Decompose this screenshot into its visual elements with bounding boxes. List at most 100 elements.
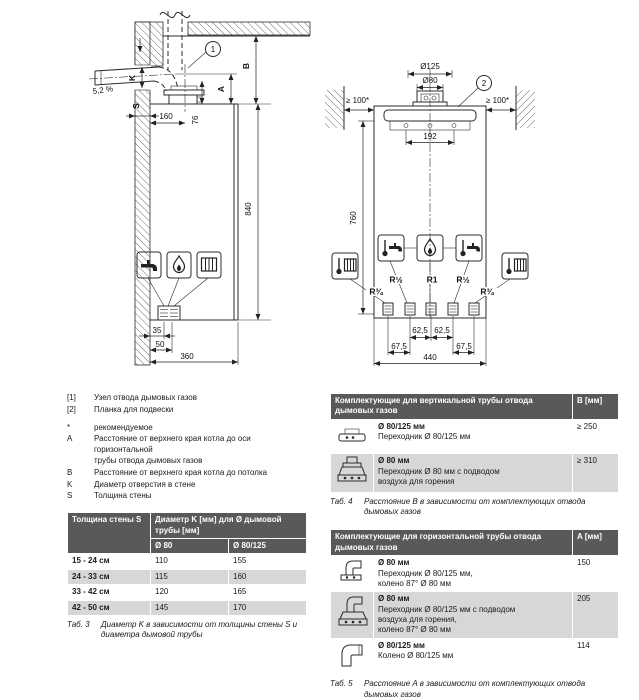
dimension-760: 760 [349, 120, 374, 315]
ceiling-hatch [162, 21, 311, 37]
svg-text:R¾: R¾ [369, 287, 383, 297]
table5-caption: Таб. 5 Расстояние A в зависимости от ком… [330, 679, 586, 699]
table-row: 33 - 42 см 120 165 [66, 584, 307, 601]
svg-text:62,5: 62,5 [434, 326, 450, 335]
pipe-connectors [382, 302, 480, 316]
table-wall-thickness-diameter: Толщина стены S Диаметр K [мм] для Ø дым… [66, 512, 307, 616]
value-cell: 150 [572, 555, 619, 593]
table-row: 24 - 33 см 115 160 [66, 568, 307, 586]
radiator-icon [196, 251, 222, 279]
svg-text:760: 760 [349, 211, 358, 225]
column-header: Диаметр K [мм] для Ø дымовой трубы [мм] [150, 512, 307, 539]
value-cell: 205 [572, 591, 619, 639]
table-row: Ø 80 мм Переходник Ø 80/125 мм, колено 8… [330, 555, 619, 593]
connection-block-icon [157, 305, 181, 321]
thermo-tap-icon [455, 234, 483, 262]
dimension-50: 50 [150, 340, 172, 353]
legend-item: K Диаметр отверстия в стене [67, 479, 196, 489]
column-header: Комплектующие для горизонтальной трубы о… [330, 529, 573, 557]
svg-text:K: K [127, 74, 137, 81]
svg-text:50: 50 [156, 340, 165, 349]
callout-1: 1 [187, 41, 221, 69]
flue-adapter-80-125-icon [338, 428, 366, 442]
svg-text:360: 360 [180, 352, 194, 361]
svg-text:S: S [131, 103, 141, 109]
thermo-radiator-icon [501, 252, 529, 280]
table-row: 15 - 24 см 110 155 [66, 553, 307, 570]
dimension-B: B [241, 36, 259, 104]
svg-text:76: 76 [191, 115, 200, 124]
svg-text:67,5: 67,5 [391, 342, 407, 351]
diagram-horizontal-flue-side-view: 5,2 % 1 K [88, 11, 311, 366]
dimension-S: S [126, 103, 159, 119]
table-row: Ø 80/125 мм Переходник Ø 80/125 мм ≥ 250 [330, 418, 619, 455]
legend-item: * рекомендуемое [67, 422, 153, 432]
table-row: 42 - 50 см 145 170 [66, 599, 307, 616]
dimension-360: 360 [150, 352, 238, 365]
callout-2: 2 [457, 75, 492, 108]
horizontal-flue-pipe [88, 64, 186, 112]
column-header: A [мм] [572, 529, 619, 557]
dimension-440: 440 [374, 353, 486, 366]
dimension-K: K [127, 67, 145, 88]
wall-hatch [134, 21, 164, 366]
svg-text:1: 1 [211, 45, 216, 54]
svg-text:R½: R½ [456, 275, 469, 285]
value-cell: ≥ 310 [572, 453, 619, 493]
elbow-adapter-80-125-icon [340, 560, 362, 581]
flue-adapter-80-air-icon [337, 456, 367, 482]
column-header: B [мм] [572, 393, 619, 420]
thermo-radiator-icon [331, 252, 359, 280]
wall-hatch-right [515, 86, 535, 130]
legend-item: A Расстояние от верхнего края котла до о… [67, 434, 251, 465]
svg-text:≥ 100*: ≥ 100* [486, 96, 509, 105]
flame-icon [166, 251, 192, 279]
dimension-160: 160 [150, 112, 185, 126]
thermo-tap-icon [377, 234, 405, 262]
column-header: Толщина стены S [66, 512, 152, 555]
dimension-840: 840 [244, 104, 261, 320]
column-header: Ø 80 [150, 537, 229, 555]
svg-text:R½: R½ [389, 275, 402, 285]
flue-outlet-adapter [163, 85, 205, 105]
accessory-tables: Комплектующие для вертикальной трубы отв… [330, 393, 619, 700]
column-header: Комплектующие для вертикальной трубы отв… [330, 393, 573, 420]
column-header: Ø 80/125 [228, 537, 307, 555]
table-row: Ø 80/125 мм Колено Ø 80/125 мм 114 [330, 637, 619, 676]
chimney-duct [159, 11, 191, 70]
svg-text:67,5: 67,5 [456, 342, 472, 351]
tap-icon [136, 251, 162, 279]
svg-text:840: 840 [244, 202, 253, 216]
value-cell: ≥ 250 [572, 418, 619, 455]
elbow-adapter-80-air-icon [338, 596, 368, 626]
dimension-67-5: 67,5 67,5 [388, 342, 474, 355]
legend-item: [1] Узел отвода дымовых газов [67, 393, 197, 402]
dimension-62-5: 62,5 62,5 [410, 326, 453, 340]
svg-text:R1: R1 [427, 275, 438, 285]
legend-item: B Расстояние от верхнего края котла до п… [67, 467, 268, 477]
table-row: Ø 80 мм Переходник Ø 80 мм с подводом во… [330, 453, 619, 493]
table4-caption: Таб. 4 Расстояние B в зависимости от ком… [330, 496, 586, 516]
dimension-35: 35 [139, 326, 175, 339]
flame-icon [416, 234, 444, 262]
svg-text:62,5: 62,5 [412, 326, 428, 335]
svg-text:Ø125: Ø125 [420, 62, 440, 71]
elbow-80-125-icon [341, 644, 363, 667]
dimension-76: 76 [191, 81, 205, 124]
svg-text:2: 2 [482, 79, 487, 88]
legend-item: [2] Планка для подвески [67, 404, 174, 414]
table-horizontal-flue-accessories: Комплектующие для горизонтальной трубы о… [330, 529, 619, 676]
svg-text:R¾: R¾ [480, 287, 494, 297]
table-row: Ø 80 мм Переходник Ø 80/125 мм с подводо… [330, 591, 619, 639]
svg-text:A: A [216, 86, 226, 92]
connection-size-labels: R¾ R½ R1 R½ R¾ [366, 275, 497, 297]
table-vertical-flue-accessories: Комплектующие для вертикальной трубы отв… [330, 393, 619, 493]
value-cell: 114 [572, 637, 619, 676]
svg-text:≥ 100*: ≥ 100* [346, 96, 369, 105]
dimension-A: A [175, 73, 237, 104]
svg-text:35: 35 [153, 326, 162, 335]
legend-item: S Толщина стены [67, 491, 152, 501]
slope-label: 5,2 % [92, 84, 114, 96]
clearance-left: ≥ 100* [344, 96, 374, 113]
